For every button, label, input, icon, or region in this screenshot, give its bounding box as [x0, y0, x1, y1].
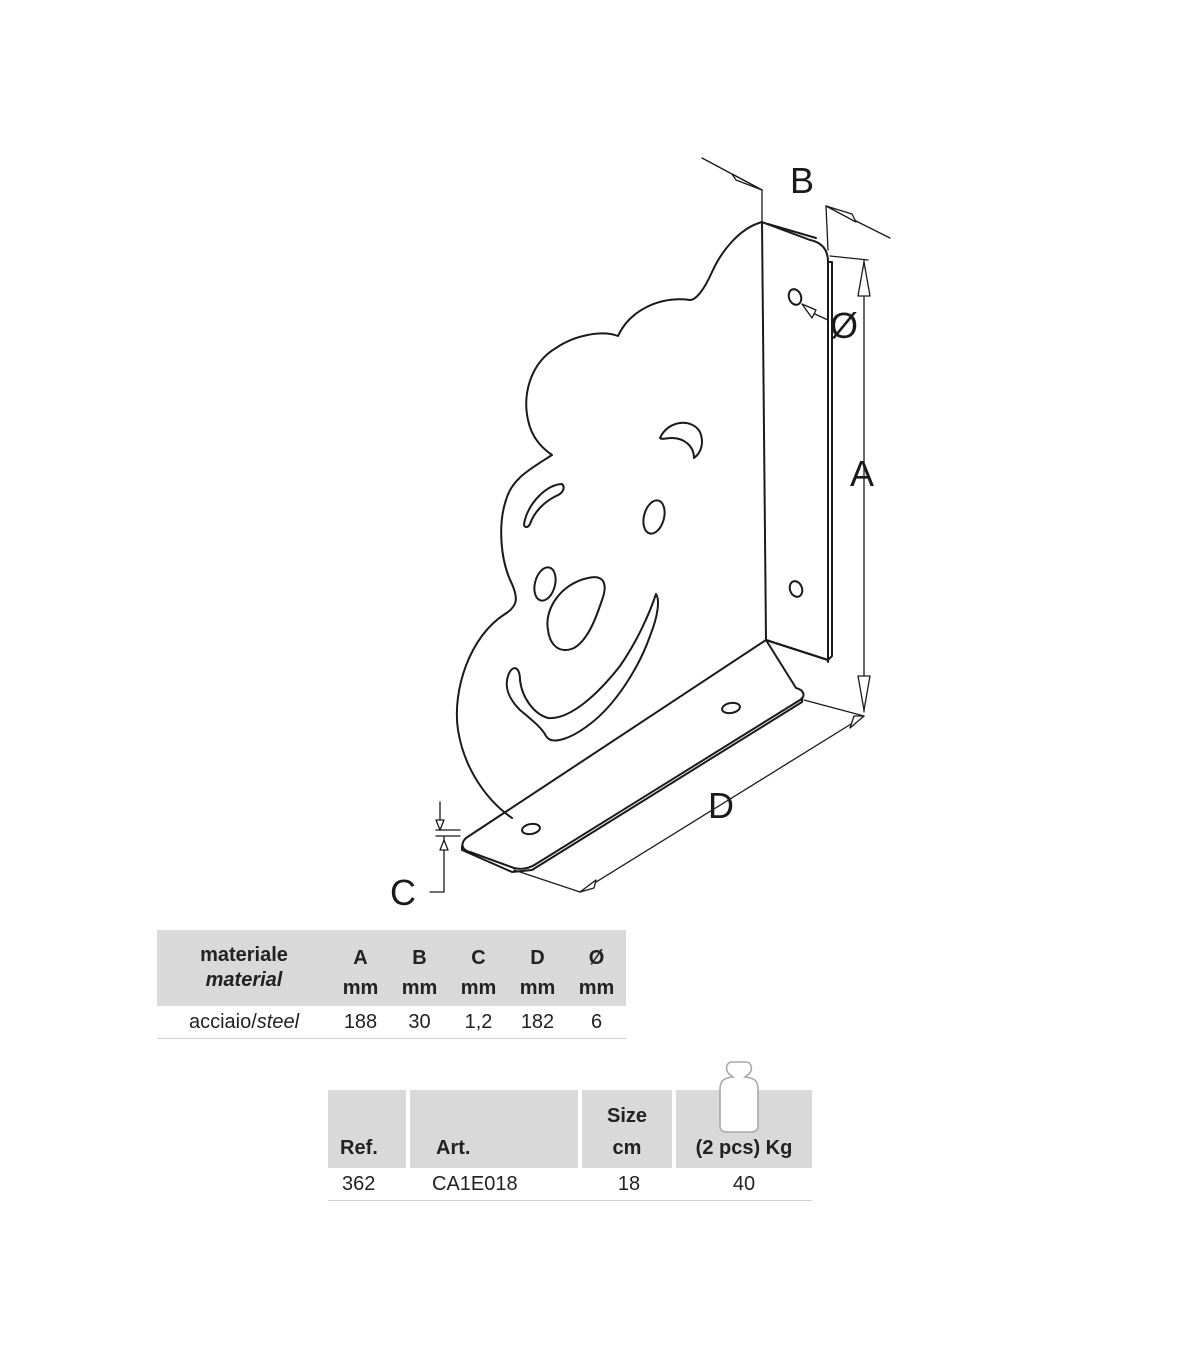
material-en: steel [256, 1010, 300, 1033]
value-a: 188 [331, 1006, 390, 1039]
dim-label-c: C [390, 872, 416, 913]
material-header-it: materiale [200, 944, 288, 966]
bear-nose [546, 576, 606, 651]
hole-base-left [521, 822, 541, 836]
dimension-a [829, 255, 871, 713]
load-value: 40 [676, 1168, 812, 1201]
bear-eyebrow [659, 422, 703, 459]
hole-lower [788, 580, 804, 598]
load-header: (2 pcs) Kg [676, 1128, 812, 1168]
size-value: 18 [582, 1168, 676, 1201]
dimension-c [429, 801, 461, 893]
vertical-plate [761, 221, 829, 661]
ref-value: 362 [328, 1168, 410, 1201]
bear-eye-left [533, 566, 557, 602]
col-header-diameter: Ø [567, 930, 626, 970]
value-b: 30 [390, 1006, 449, 1039]
dim-label-b: B [790, 160, 814, 201]
ref-header-top [328, 1090, 410, 1128]
table-row: acciaio/steel 188 30 1,2 182 6 [157, 1006, 626, 1039]
dim-label-d: D [708, 785, 734, 826]
art-header-top [410, 1090, 582, 1128]
hole-base-right [721, 701, 741, 715]
material-header: materiale material [157, 930, 331, 1006]
dimension-diameter [801, 303, 829, 321]
col-unit-a: mm [331, 970, 390, 1006]
material-header-en: material [205, 969, 283, 991]
ref-header: Ref. [328, 1128, 410, 1168]
col-header-d: D [508, 930, 567, 970]
col-unit-diameter: mm [567, 970, 626, 1006]
size-header-top: Size [582, 1090, 676, 1128]
dim-label-diameter: Ø [830, 305, 858, 346]
bear-eye [642, 499, 666, 535]
material-it: acciaio/ [188, 1010, 257, 1033]
hole-top [787, 288, 803, 306]
dimension-d [513, 699, 865, 893]
size-unit-header: cm [582, 1128, 676, 1168]
bear-head-outline [455, 221, 763, 819]
col-header-c: C [449, 930, 508, 970]
material-cell: acciaio/steel [157, 1006, 331, 1039]
dimension-b [701, 157, 891, 251]
art-header: Art. [410, 1128, 582, 1168]
col-unit-d: mm [508, 970, 567, 1006]
col-header-b: B [390, 930, 449, 970]
product-table: Size Ref. Art. cm (2 pcs) Kg 362 CA1E018… [328, 1061, 812, 1201]
art-value: CA1E018 [410, 1168, 582, 1201]
bear-left-brow [523, 483, 565, 528]
weight-icon [719, 1061, 759, 1133]
bear-mouth [505, 593, 659, 742]
spec-table: materiale material A B C D Ø mm mm mm mm… [157, 930, 626, 1039]
col-unit-c: mm [449, 970, 508, 1006]
table-row: 362 CA1E018 18 40 [328, 1168, 812, 1201]
value-d: 182 [508, 1006, 567, 1039]
dim-label-a: A [850, 453, 874, 494]
col-header-a: A [331, 930, 390, 970]
weight-header-icon-cell [676, 1061, 812, 1133]
value-diameter: 6 [567, 1006, 626, 1039]
col-unit-b: mm [390, 970, 449, 1006]
value-c: 1,2 [449, 1006, 508, 1039]
